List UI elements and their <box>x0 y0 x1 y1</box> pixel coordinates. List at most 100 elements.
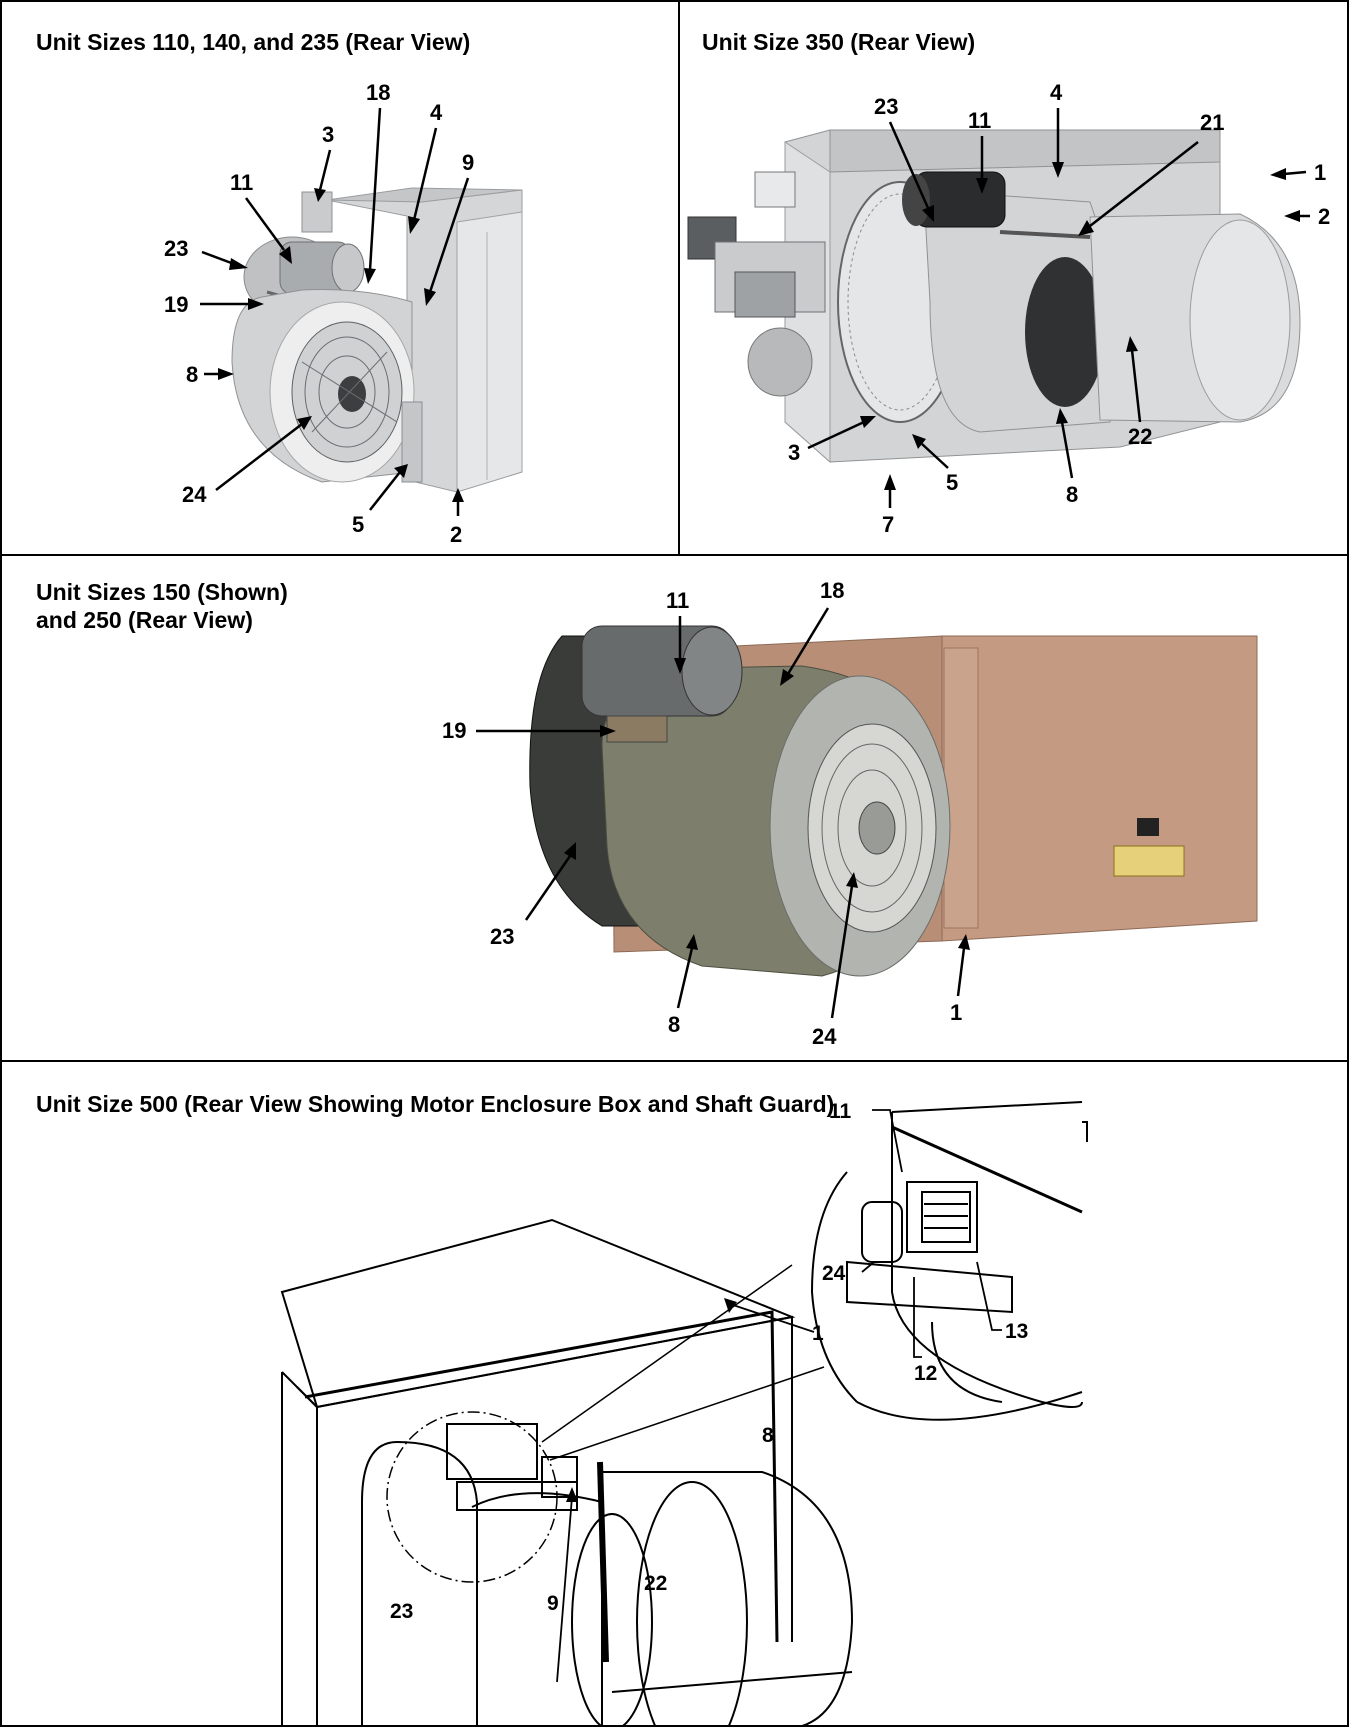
callout-8: 8 <box>186 362 234 387</box>
blower-ring <box>571 1513 653 1725</box>
callout-24: 24 <box>812 872 858 1049</box>
callout-18: 18 <box>364 80 390 284</box>
blower-wheel <box>1025 257 1105 407</box>
leader-24 <box>861 1261 875 1273</box>
inlet-guard-ring <box>318 355 376 429</box>
callout-11: 11 <box>666 588 689 674</box>
inset-edge <box>1082 1121 1088 1142</box>
motor-end <box>902 174 930 226</box>
flue-collar <box>747 327 813 397</box>
inset-blower-rim <box>810 1171 858 1403</box>
motor-mount <box>606 715 668 743</box>
callout-1: 1 <box>812 1322 824 1345</box>
svg-text:11: 11 <box>968 108 991 133</box>
svg-text:19: 19 <box>164 292 188 317</box>
callout-2: 2 <box>450 488 464 547</box>
svg-text:2: 2 <box>450 522 462 547</box>
callout-23: 23 <box>874 94 934 222</box>
panel-unit-size-350: Unit Size 350 (Rear View) <box>678 0 1349 556</box>
blower-housing-left <box>471 1492 603 1725</box>
svg-text:18: 18 <box>366 80 390 105</box>
fan-hub <box>858 801 896 855</box>
inset-enclosure-louvers <box>921 1191 971 1243</box>
line-art <box>280 1101 1088 1725</box>
svg-text:21: 21 <box>1200 110 1224 135</box>
inset-cabinet-frame <box>891 1112 1083 1408</box>
inset-blower-lower <box>856 1391 1083 1421</box>
unit-500-line-drawing: 11 24 13 12 1 8 23 9 22 <box>280 1100 1088 1725</box>
panel-title: Unit Size 500 (Rear View Showing Motor E… <box>36 1091 835 1117</box>
panel-title: Unit Size 350 (Rear View) <box>702 29 976 55</box>
callout-23: 23 <box>164 236 248 270</box>
callout-8: 8 <box>1056 408 1078 507</box>
gas-piping <box>734 271 796 318</box>
svg-text:3: 3 <box>788 440 800 465</box>
panel-title-line-1: Unit Sizes 150 (Shown) <box>36 579 288 605</box>
detail-leader <box>541 1264 793 1443</box>
svg-text:23: 23 <box>164 236 188 261</box>
svg-text:8: 8 <box>1066 482 1078 507</box>
panel-unit-size-500: Unit Size 500 (Rear View Showing Motor E… <box>0 1060 1349 1727</box>
svg-text:5: 5 <box>352 512 364 537</box>
svg-text:24: 24 <box>812 1024 837 1049</box>
svg-text:1: 1 <box>1314 160 1326 185</box>
rating-label <box>1137 818 1159 836</box>
leader-13 <box>976 1261 1002 1331</box>
inset-shaft-guard <box>846 1260 1013 1314</box>
leader-9 <box>556 1496 573 1683</box>
callout-19: 19 <box>164 292 264 317</box>
shaft <box>999 230 1091 239</box>
callout-4: 4 <box>408 100 443 234</box>
motor-fan-cover <box>681 626 743 716</box>
svg-text:18: 18 <box>820 578 844 603</box>
inset-flange <box>891 1125 1083 1214</box>
callout-8: 8 <box>668 934 698 1037</box>
callout-5: 5 <box>912 434 958 495</box>
svg-text:4: 4 <box>430 100 443 125</box>
svg-text:7: 7 <box>882 512 894 537</box>
callout-5: 5 <box>352 464 408 537</box>
svg-text:19: 19 <box>442 718 466 743</box>
svg-text:5: 5 <box>946 470 958 495</box>
cabinet-frame-left <box>296 1386 318 1725</box>
control-box <box>754 171 796 208</box>
guard-spoke <box>311 351 388 433</box>
callout-24: 24 <box>182 416 312 507</box>
support-post <box>597 1461 609 1663</box>
belt-guard-left <box>361 1441 398 1725</box>
inset-blower-curve <box>931 1321 1003 1403</box>
leader-1 <box>729 1303 815 1333</box>
callout-9: 9 <box>424 150 474 306</box>
panel-title: Unit Sizes 150 (Shown) and 250 (Rear Vie… <box>36 578 288 634</box>
panel-title: Unit Sizes 110, 140, and 235 (Rear View) <box>36 29 471 55</box>
arrow-1 <box>724 1298 737 1313</box>
warning-label <box>1113 845 1185 877</box>
svg-text:23: 23 <box>490 924 514 949</box>
svg-text:11: 11 <box>230 170 253 195</box>
callout-13: 13 <box>1005 1320 1028 1343</box>
panel-title-line-2: and 250 (Rear View) <box>36 607 253 633</box>
arrow-9 <box>566 1487 578 1502</box>
belt-guard-right <box>396 1441 478 1725</box>
cabinet-top-edge <box>829 129 1221 173</box>
callout-7: 7 <box>882 474 896 537</box>
svg-text:4: 4 <box>1050 80 1063 105</box>
unit-150-250-illustration: 11 18 19 23 8 <box>442 578 1258 1049</box>
detail-circle <box>386 1411 558 1583</box>
blower-support <box>401 401 423 483</box>
copper-cabinet-side <box>941 635 1258 942</box>
unit-350-illustration: 4 23 11 21 1 <box>687 80 1330 537</box>
svg-text:1: 1 <box>950 1000 962 1025</box>
svg-text:24: 24 <box>182 482 207 507</box>
callout-1: 1 <box>950 934 970 1025</box>
leader-12 <box>913 1277 922 1358</box>
panel-unit-sizes-150-250: Unit Sizes 150 (Shown) and 250 (Rear Vie… <box>0 554 1349 1062</box>
svg-text:22: 22 <box>1128 424 1152 449</box>
cabinet-end <box>456 211 523 493</box>
inlet-guard-ring <box>821 743 923 913</box>
callout-4: 4 <box>1050 80 1064 178</box>
detail-leader <box>549 1366 825 1461</box>
callout-23: 23 <box>490 842 576 949</box>
blower-inlet <box>636 1481 748 1725</box>
callout-3: 3 <box>314 122 334 202</box>
